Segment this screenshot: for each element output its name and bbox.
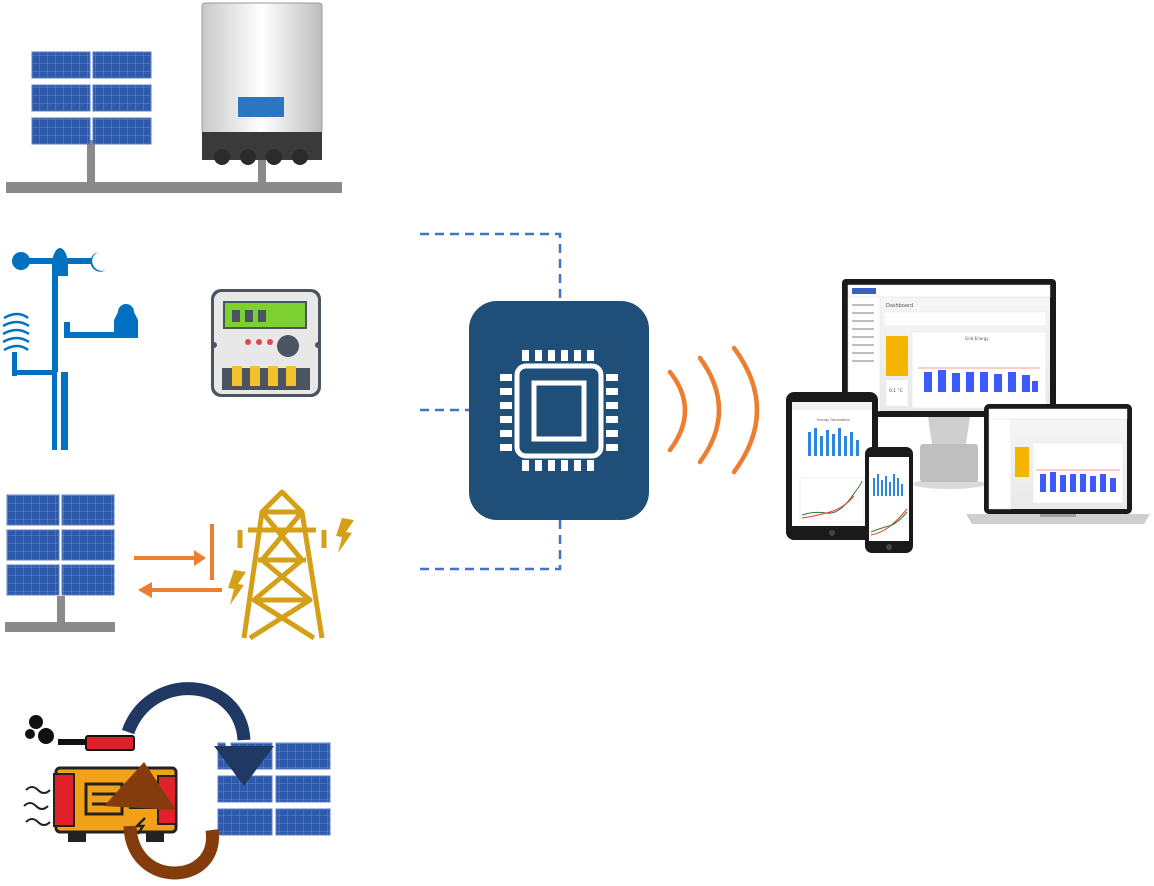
gateway-connector-lines	[420, 232, 562, 571]
dashboard-temperature: 0.1 °C	[889, 388, 903, 394]
wireless-signal-icon	[667, 345, 760, 475]
phone-device	[865, 447, 913, 553]
microchip-gateway-icon	[469, 301, 649, 520]
tablet-chart-title: Energy Generation	[817, 418, 850, 422]
multi-device-dashboard-icon: Dashboard 0.1 °C Grid Energy En	[786, 279, 1150, 553]
tablet-device: Energy Generation	[786, 392, 878, 540]
laptop-device	[966, 404, 1150, 524]
weather-station-icon	[2, 248, 138, 450]
monitor-bar-chart	[924, 370, 1038, 392]
dashboard-chart-title: Grid Energy	[965, 336, 989, 341]
dashboard-header-title: Dashboard	[886, 303, 913, 309]
solar-panel-with-inverter-icon	[6, 2, 342, 193]
generator-solar-hybrid-icon	[23, 682, 331, 880]
solar-grid-exchange-icon	[5, 489, 354, 641]
desktop-monitor: Dashboard 0.1 °C Grid Energy	[842, 279, 1056, 489]
energy-meter-icon	[211, 289, 321, 397]
